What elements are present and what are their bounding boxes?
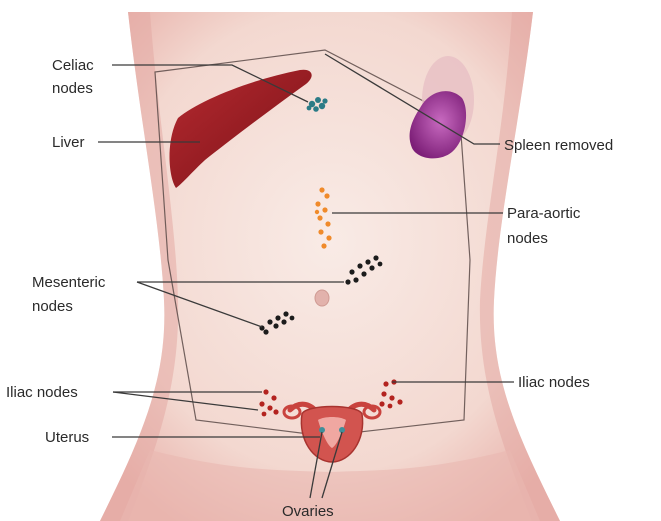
label-mesenteric-2: nodes xyxy=(32,298,73,315)
label-uterus: Uterus xyxy=(45,429,89,446)
label-mesenteric-1: Mesenteric xyxy=(32,274,106,291)
label-celiac-2: nodes xyxy=(52,80,93,97)
label-iliac-right: Iliac nodes xyxy=(518,374,590,391)
label-celiac-1: Celiac xyxy=(52,57,94,74)
label-para-aortic-2: nodes xyxy=(507,230,548,247)
label-spleen: Spleen removed xyxy=(504,137,613,154)
label-liver: Liver xyxy=(52,134,85,151)
navel xyxy=(315,290,329,306)
label-para-aortic-1: Para-aortic xyxy=(507,205,581,222)
label-iliac-left: Iliac nodes xyxy=(6,384,78,401)
label-ovaries: Ovaries xyxy=(282,503,334,520)
